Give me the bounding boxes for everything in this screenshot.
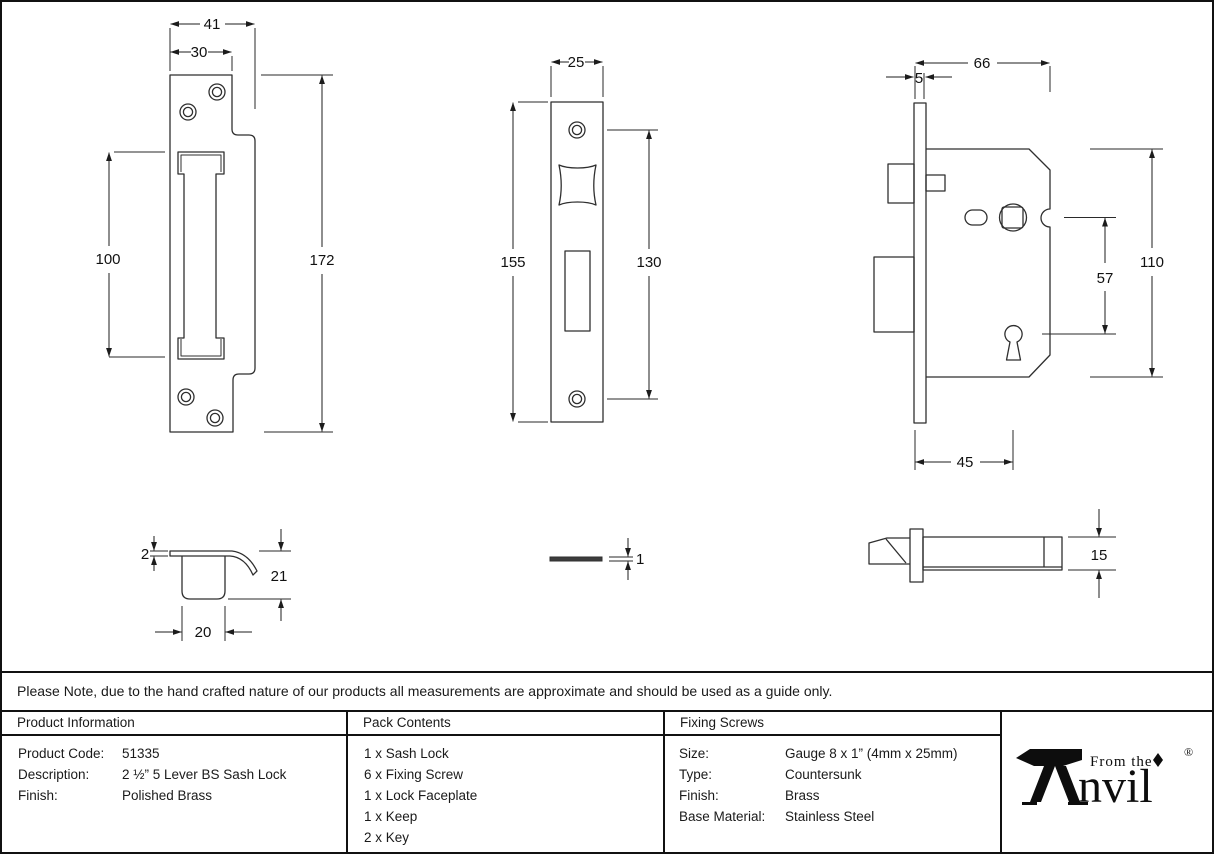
drawing-lock-top: 15 [868,509,1116,598]
screw-finish-value: Brass [785,788,820,803]
screw-size-value: Gauge 8 x 1” (4mm x 25mm) [785,746,958,761]
dim-keep-cutout-height: 100 [95,251,120,268]
dim-faceplate-thickness: 1 [636,551,644,568]
table-row: Finish: Brass [665,785,1000,806]
dim-lock-faceplate-lip: 5 [915,70,923,87]
drawing-lock-case: 66 5 110 57 45 [873,55,1164,471]
technical-drawings: 41 30 100 172 25 155 130 [95,16,1164,641]
diamond-icon [1153,753,1163,767]
brand-logo-cell: From the nvil ® [1002,712,1212,852]
dim-lock-top-thickness: 15 [1091,547,1108,564]
list-item: 1 x Sash Lock [364,746,449,761]
table-row: Description: 2 ½” 5 Lever BS Sash Lock [2,764,346,785]
product-information-header: Product Information [2,712,346,736]
dim-lock-backset: 45 [957,454,974,471]
disclaimer-text: Please Note, due to the hand crafted nat… [17,683,833,699]
keyhole [1004,324,1023,361]
drawing-faceplate-edge: 1 [549,538,644,580]
screw-size-label: Size: [679,746,710,761]
base-material-label: Base Material: [679,809,766,824]
list-item: 2 x Key [364,830,410,845]
screw-finish-label: Finish: [679,788,719,803]
dim-faceplate-width: 25 [568,54,585,71]
screw-type-label: Type: [679,767,713,782]
fixing-screws-column: Fixing Screws Size: Gauge 8 x 1” (4mm x … [665,712,1002,852]
pack-contents-header: Pack Contents [348,712,663,736]
list-item: 6 x Fixing Screw [364,767,464,782]
finish-value: Polished Brass [122,788,213,803]
deadbolt-cutout [564,250,591,332]
latch-cutout [558,164,597,206]
dim-keep-top-width: 30 [191,44,208,61]
logo-name: nvil [1078,760,1153,813]
pack-contents-column: Pack Contents 1 x Sash Lock 6 x Fixing S… [348,712,665,852]
drawing-keep-profile: 2 21 20 [141,529,291,641]
logo-tagline: From the [1090,754,1153,770]
dim-keep-overall-width: 41 [204,16,221,33]
table-row: Finish: Polished Brass [2,785,346,806]
spindle-follower [998,203,1028,232]
dim-faceplate-hole-spacing: 130 [636,254,661,271]
keep-cutout [177,151,225,360]
table-row: Type: Countersunk [665,764,1000,785]
from-the-anvil-logo: From the nvil ® [1016,745,1193,813]
finish-label: Finish: [18,788,58,803]
anvil-a-icon [1016,749,1088,805]
dim-keep-depth: 21 [271,568,288,585]
dim-keep-total-height: 172 [309,252,334,269]
deadbolt [873,256,915,333]
table-row: Size: Gauge 8 x 1” (4mm x 25mm) [665,743,1000,764]
product-information-column: Product Information Product Code: 51335 … [2,712,348,852]
product-code-label: Product Code: [18,746,105,761]
dim-keep-lip-thickness: 2 [141,546,149,563]
spec-table: Product Information Product Code: 51335 … [2,712,1212,852]
fixing-screws-header: Fixing Screws [665,712,1000,736]
list-item: 1 x Lock Faceplate [364,788,478,803]
lock-faceplate-strip [913,102,927,424]
description-label: Description: [18,767,90,782]
dim-keep-width: 20 [195,624,212,641]
drawing-faceplate-front: 25 155 130 [500,54,662,423]
list-item: 1 x Keep [364,809,418,824]
registered-mark: ® [1184,745,1193,759]
table-row: Base Material: Stainless Steel [665,806,1000,827]
dim-faceplate-height: 155 [500,254,525,271]
table-row: Product Code: 51335 [2,743,346,764]
dim-lock-depth: 66 [974,55,991,72]
dim-lock-spindle-to-keyhole: 57 [1097,270,1114,287]
description-value: 2 ½” 5 Lever BS Sash Lock [122,767,287,782]
measurement-disclaimer: Please Note, due to the hand crafted nat… [2,671,1212,712]
base-material-value: Stainless Steel [785,809,875,824]
dim-lock-case-height: 110 [1140,254,1164,271]
screw-type-value: Countersunk [785,767,862,782]
drawing-keep-front: 41 30 100 172 [95,16,335,433]
product-code-value: 51335 [122,746,160,761]
latch-bolt [887,163,915,204]
